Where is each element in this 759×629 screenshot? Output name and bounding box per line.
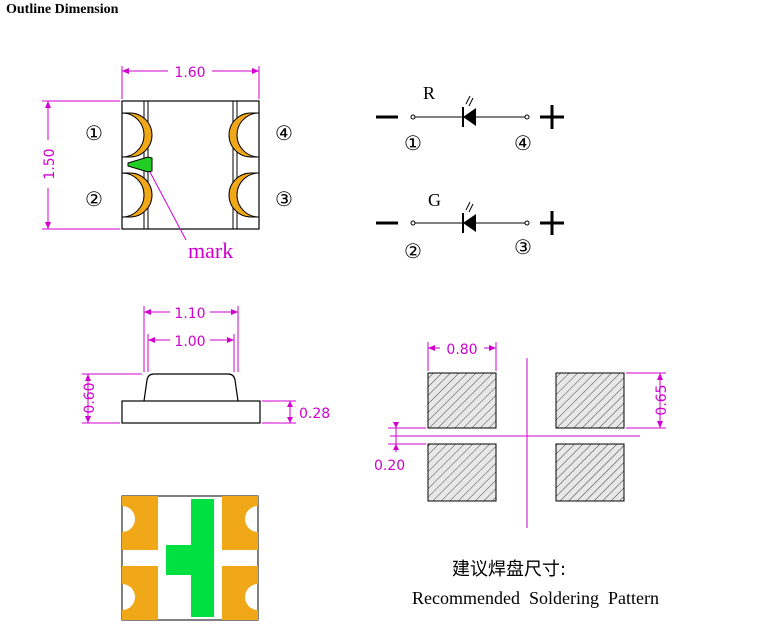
pad-3 — [228, 172, 260, 218]
side-view: 1.10 1.00 0.60 0.28 — [82, 306, 330, 424]
pad-4 — [228, 112, 260, 158]
green-trace-vertical — [191, 499, 214, 617]
pattern-pad-tr — [555, 372, 625, 429]
pad-2 — [121, 172, 153, 218]
caption-english: Recommended Soldering Pattern — [412, 588, 659, 608]
pad-gap: 0.20 — [374, 458, 405, 474]
pad-width: 0.80 — [446, 342, 477, 358]
height-dimension: 1.50 — [42, 148, 58, 179]
pin-label-1: ① — [85, 121, 103, 145]
pattern-pad-br — [555, 443, 625, 502]
pad-1 — [121, 112, 153, 158]
substrate — [121, 400, 261, 424]
polarity-mark — [127, 156, 153, 173]
width-dimension: 1.60 — [174, 65, 205, 81]
r-pin-4: ④ — [514, 131, 532, 155]
bottom-pad-tr — [222, 496, 258, 550]
pin-label-2: ② — [85, 187, 103, 211]
led-g-symbol — [463, 214, 476, 232]
top-view: ① ② ④ ③ 1.60 1.50 mark — [42, 65, 293, 263]
pattern-pad-bl — [427, 443, 497, 502]
g-label: G — [428, 190, 441, 210]
g-pin-3: ③ — [514, 235, 532, 259]
r-label: R — [423, 83, 435, 103]
circuit-diagram: R ① ④ G ② ③ — [376, 83, 564, 263]
led-r-symbol — [463, 108, 476, 126]
pin-label-3: ③ — [275, 187, 293, 211]
bottom-pad-tl — [122, 496, 158, 550]
lens-profile — [143, 373, 239, 402]
pin-label-4: ④ — [275, 121, 293, 145]
page-title: Outline Dimension — [6, 2, 119, 17]
caption-chinese: 建议焊盘尺寸: — [452, 559, 566, 580]
bottom-pad-br — [222, 566, 258, 620]
r-pin-1: ① — [404, 131, 422, 155]
green-trace-horizontal — [166, 545, 192, 575]
bottom-view — [121, 495, 259, 621]
solder-pattern: 0.80 0.65 0.20 建议焊盘尺寸: Recommended Solde… — [374, 342, 670, 608]
pad-height: 0.65 — [654, 384, 670, 415]
g-pin-2: ② — [404, 239, 422, 263]
side-top-width: 1.10 — [174, 306, 205, 322]
bottom-pad-bl — [122, 566, 158, 620]
side-inner-width: 1.00 — [174, 334, 205, 350]
base-height: 0.28 — [299, 406, 330, 422]
pattern-pad-tl — [427, 372, 497, 429]
mark-label: mark — [188, 238, 233, 263]
side-height: 0.60 — [82, 382, 98, 413]
